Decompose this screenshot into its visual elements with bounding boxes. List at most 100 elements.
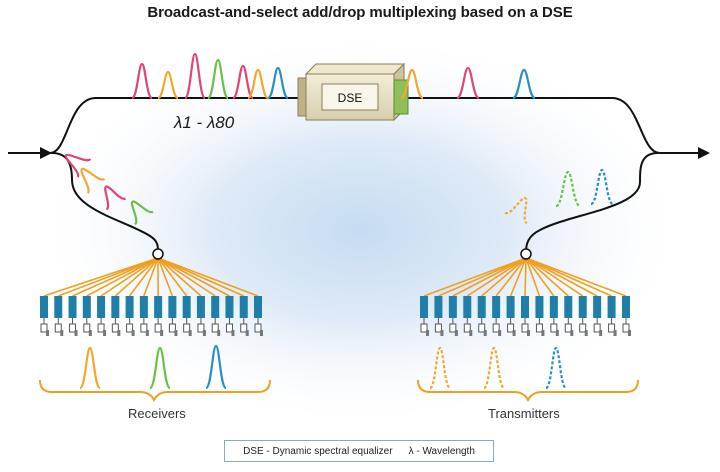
laser-icon	[463, 318, 473, 336]
tx-port	[463, 296, 472, 318]
top-fiber-left	[49, 97, 300, 154]
port-arrays	[40, 296, 630, 318]
rx-fan-line	[157, 257, 245, 297]
receivers-label: Receivers	[128, 406, 186, 421]
laser-icon	[593, 318, 603, 336]
photodetector-icon	[83, 318, 92, 336]
tx-fan-line	[524, 257, 527, 297]
lambda-end: λ80	[206, 113, 235, 132]
drop-peak-1	[80, 167, 106, 194]
top-peak-in-6	[267, 66, 289, 100]
top-peak-in-0	[130, 62, 154, 100]
laser-icon	[550, 318, 559, 336]
add-peak-0	[504, 196, 528, 225]
photodetector-icon	[40, 318, 49, 336]
rx-fan-line	[143, 257, 159, 297]
tx-fan-line	[452, 257, 527, 297]
legend-lambda: λ - Wavelength	[408, 445, 475, 457]
tx-fan-line	[423, 257, 527, 297]
tx-port	[549, 296, 558, 318]
tx-fan-line	[525, 257, 627, 297]
devices	[40, 318, 631, 336]
rx-port	[196, 296, 205, 318]
rx-fan-line	[157, 257, 188, 297]
rx-fan-line	[114, 257, 159, 297]
rx-port	[97, 296, 106, 318]
wavelength-peaks	[64, 52, 614, 390]
photodetector-icon	[111, 318, 121, 336]
photodetector-icon	[225, 318, 235, 336]
tx-fan-line	[525, 257, 612, 297]
tx-fan-line	[525, 257, 541, 297]
laser-icon	[420, 318, 429, 336]
dse-label: DSE	[338, 91, 363, 105]
rx-fan-line	[43, 257, 159, 297]
add-peak-1	[555, 170, 581, 208]
laser-icon	[478, 318, 487, 336]
top-peak-in-5	[247, 68, 269, 100]
lambda-sep: -	[192, 113, 207, 132]
receiver-peak-0	[78, 346, 102, 390]
fan-outs	[43, 257, 627, 297]
photodetector-icon	[140, 318, 149, 336]
splitter-node-icon	[152, 248, 164, 260]
legend-box: DSE - Dynamic spectral equalizer λ - Wav…	[224, 440, 494, 462]
transmitter-peak-0	[428, 346, 452, 390]
rx-fan-line	[100, 257, 159, 297]
photodetector-icon	[240, 318, 249, 336]
top-peak-out-1	[456, 66, 480, 100]
add-peak-2	[590, 168, 614, 206]
tx-fan-line	[525, 257, 584, 297]
drop-fiber	[51, 152, 159, 253]
top-peak-out-2	[512, 68, 536, 100]
rx-fan-line	[157, 257, 174, 297]
laser-icon	[507, 318, 516, 336]
arrow-in-icon	[40, 147, 52, 159]
add-fiber	[525, 152, 659, 253]
rx-port	[168, 296, 177, 318]
tx-port	[564, 296, 573, 318]
tx-port	[477, 296, 486, 318]
laser-icon	[579, 318, 588, 336]
photodetector-icon	[168, 318, 178, 336]
receiver-peak-2	[204, 344, 228, 390]
rx-fan-line	[157, 257, 202, 297]
drop-peak-2	[104, 185, 127, 211]
receivers-brace	[39, 379, 271, 403]
transmitter-peak-1	[482, 346, 506, 390]
top-peak-in-4	[232, 64, 254, 100]
dse-box: DSE	[297, 62, 409, 122]
laser-icon	[622, 318, 631, 336]
tx-port	[434, 296, 443, 318]
tx-fan-line	[525, 257, 555, 297]
laser-icon	[535, 318, 545, 336]
tx-port	[492, 296, 501, 318]
rx-fan-line	[157, 257, 216, 297]
transmitters-label: Transmitters	[488, 406, 560, 421]
photodetector-icon	[254, 318, 263, 336]
arrow-out-icon	[698, 147, 710, 159]
drop-peak-0	[64, 153, 92, 178]
top-peak-in-2	[183, 52, 207, 100]
rx-port	[211, 296, 220, 318]
rx-port	[82, 296, 91, 318]
tx-port	[622, 296, 630, 318]
tx-fan-line	[525, 257, 598, 297]
drop-peak-3	[130, 200, 154, 226]
fiber-lines	[8, 97, 700, 253]
tx-port	[593, 296, 602, 318]
photodetector-icon	[69, 318, 78, 336]
legend-dse: DSE - Dynamic spectral equalizer	[243, 445, 393, 457]
tx-fan-line	[481, 257, 527, 297]
tx-port	[506, 296, 515, 318]
tx-fan-line	[466, 257, 527, 297]
rx-fan-line	[72, 257, 159, 297]
top-fiber-right	[408, 97, 661, 154]
rx-port	[40, 296, 48, 318]
tx-fan-line	[438, 257, 527, 297]
tx-fan-line	[495, 257, 527, 297]
photodetector-icon	[97, 318, 107, 336]
rx-fan-line	[157, 257, 230, 297]
tx-port	[521, 296, 529, 318]
